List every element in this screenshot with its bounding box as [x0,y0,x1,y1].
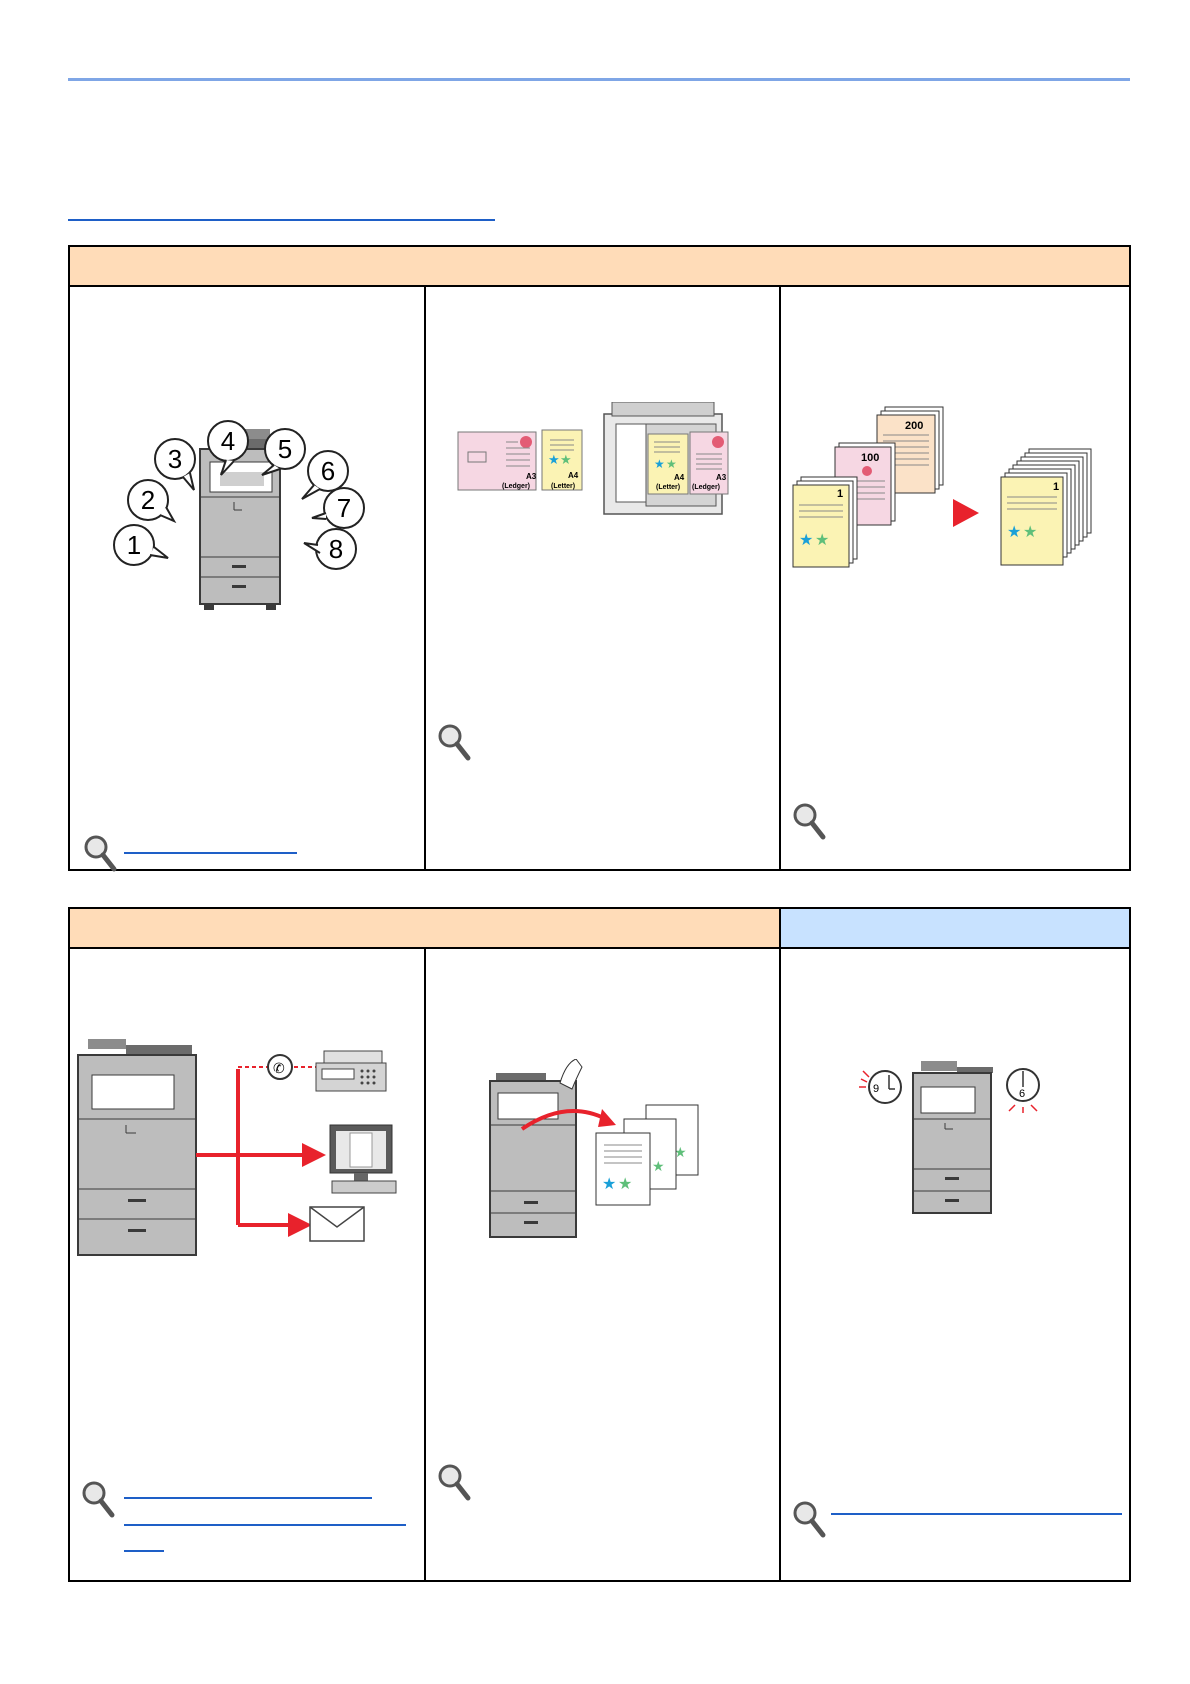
callout-number-2: 2 [141,485,155,515]
magnifier-icon [82,1481,115,1518]
computer-icon [329,1124,397,1194]
panel-2-column-2: ★ ★ ★★ [424,949,779,1580]
section-link-rule [68,219,495,221]
svg-text:★: ★ [815,532,829,549]
continuous-scan-illustration: ★ ★ ★★ [489,1059,699,1238]
svg-text:A3: A3 [716,473,727,482]
printer-icon [77,1039,197,1256]
svg-text:★: ★ [560,452,572,467]
svg-text:★: ★ [548,452,560,467]
page-count-result-1: 1 [1053,481,1059,493]
reference-link-line-1[interactable] [124,1497,372,1499]
label-letter: (Letter) [551,483,575,490]
callout-number-8: 8 [329,534,343,564]
panel-1-column-1: 1 2 3 4 5 6 7 8 [70,287,424,872]
reference-link-line-3[interactable] [124,1550,164,1552]
top-rule [68,78,1130,81]
arrow-right-icon [953,499,979,527]
printer-icon [912,1061,993,1214]
magnifier-icon [793,1501,826,1538]
panel-2-header-blue [779,909,1129,949]
magnifier-icon [438,1464,471,1501]
panel-1-header [70,247,1129,287]
reference-link[interactable] [124,852,297,854]
svg-text:★: ★ [666,457,677,471]
page-count-200: 200 [905,420,923,432]
label-ledger: (Ledger) [502,483,530,490]
document-processor-icon: ★★ A4 (Letter) A3 (Ledger) [603,402,729,515]
printer-icon [489,1073,577,1238]
svg-text:A4: A4 [674,473,685,482]
email-icon [309,1206,365,1242]
panel-2-column-3: 9 6 [779,949,1131,1580]
magnifier-icon [438,724,471,761]
reference-link[interactable] [831,1513,1122,1515]
svg-text:★: ★ [602,1176,616,1193]
svg-text:★: ★ [674,1144,687,1160]
panel-1-column-3: 200 100 ★★ 1 [779,287,1131,869]
svg-text:★: ★ [1023,524,1037,541]
label-a4: A4 [568,471,579,480]
send-destinations-illustration: ✆ [77,1039,397,1256]
clock-start-label: 9 [873,1083,879,1095]
callout-number-6: 6 [321,456,335,486]
phone-icon [267,1054,293,1080]
hand-icon [559,1059,583,1090]
fax-icon [315,1050,387,1092]
svg-text:★: ★ [618,1176,632,1193]
svg-text:★: ★ [652,1158,665,1174]
svg-text:(Ledger): (Ledger) [692,484,720,491]
svg-text:✆: ✆ [273,1060,285,1076]
panel-2-header-orange [70,909,779,949]
schedule-timer-illustration: 9 6 [859,1061,1040,1214]
magnifier-icon [84,835,117,872]
feature-panel-1: 1 2 3 4 5 6 7 8 A3 (Ledger) [68,245,1131,872]
callout-number-7: 7 [337,493,351,523]
label-a3: A3 [526,472,537,481]
clock-start-icon: 9 [859,1070,902,1104]
callout-number-3: 3 [168,444,182,474]
printer-icon [199,429,281,610]
reference-link-line-2[interactable] [124,1524,406,1526]
panel-2-column-1: ✆ [70,949,424,1580]
feature-panel-2: ✆ [68,907,1131,1582]
printer-callouts-illustration: 1 2 3 4 5 6 7 8 [113,420,365,610]
svg-text:★: ★ [1007,524,1021,541]
svg-text:★: ★ [799,532,813,549]
mixed-size-originals-illustration: A3 (Ledger) ★★ A4 (Letter) ★★ A4 (Letter… [457,402,729,515]
panel-1-column-2: A3 (Ledger) ★★ A4 (Letter) ★★ A4 (Letter… [424,287,779,869]
page-count-100: 100 [861,452,879,464]
clock-end-icon: 6 [1006,1068,1040,1113]
page-stack-illustration: 200 100 ★★ 1 [792,406,1092,568]
svg-text:(Letter): (Letter) [656,484,680,491]
magnifier-icon [793,803,826,840]
callout-bubbles [113,420,365,570]
callout-number-4: 4 [221,426,235,456]
callout-number-1: 1 [127,530,141,560]
svg-text:★: ★ [654,457,665,471]
page-count-1: 1 [837,488,843,500]
callout-number-5: 5 [278,434,292,464]
clock-end-label: 6 [1019,1088,1025,1100]
